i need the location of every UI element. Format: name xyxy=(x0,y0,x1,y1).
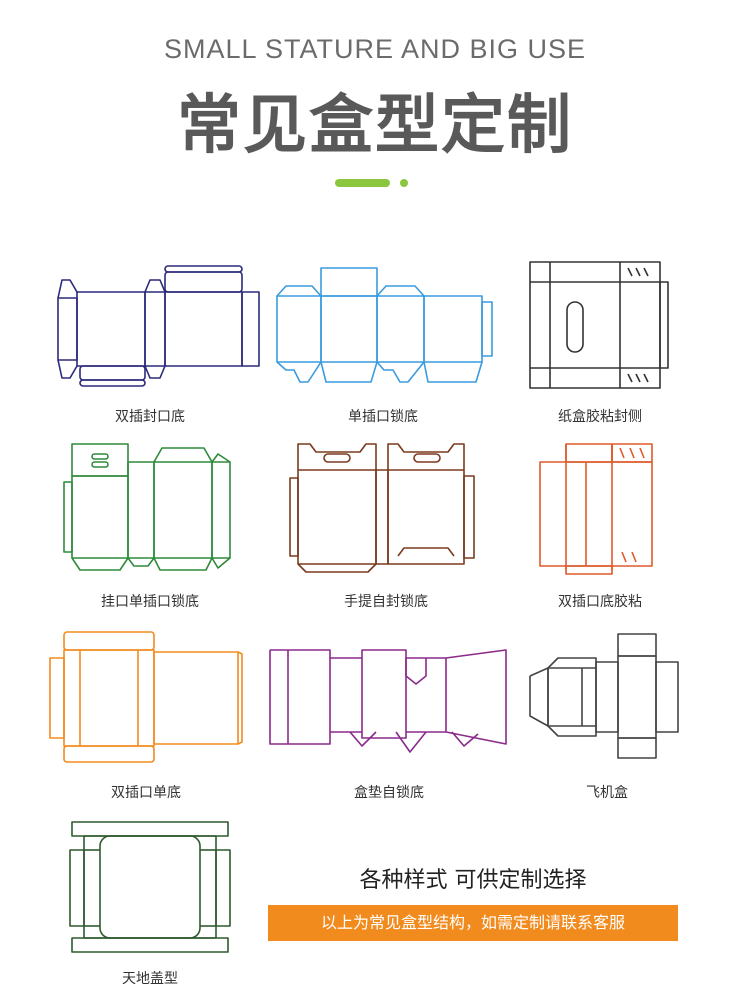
accent-dot xyxy=(400,179,408,187)
box-label-double-tuck-glued: 双插口底胶粘 xyxy=(558,594,642,610)
box-label-single-tuck-lock: 单插口锁底 xyxy=(348,409,418,425)
box-label-lid-base: 天地盖型 xyxy=(122,971,178,987)
glued-side-diagram xyxy=(529,261,669,389)
double-tuck-single-bottom-diagram xyxy=(49,631,243,763)
box-item-double-tuck-glued: 双插口底胶粘 xyxy=(530,440,670,615)
double-tuck-diagram xyxy=(57,265,260,387)
box-item-handle-lock: 手提自封锁底 xyxy=(286,440,486,615)
box-label-hang-tuck-lock: 挂口单插口锁底 xyxy=(101,594,199,610)
accent-bar xyxy=(335,179,390,187)
pad-lock-diagram xyxy=(269,649,507,753)
mailer-diagram xyxy=(529,633,679,759)
box-item-double-tuck-single-bottom: 双插口单底 xyxy=(46,628,246,808)
contact-banner: 以上为常见盒型结构，如需定制请联系客服 xyxy=(268,905,678,941)
lid-base-diagram xyxy=(69,821,231,953)
box-label-double-tuck: 双插封口底 xyxy=(115,409,185,425)
box-label-double-tuck-single-bottom: 双插口单底 xyxy=(111,785,181,801)
box-item-lid-base: 天地盖型 xyxy=(60,818,240,993)
page-title: 常见盒型定制 xyxy=(177,89,573,163)
box-item-pad-lock: 盒垫自锁底 xyxy=(266,628,512,808)
box-item-double-tuck: 双插封口底 xyxy=(40,258,260,428)
box-label-pad-lock: 盒垫自锁底 xyxy=(354,785,424,801)
box-label-glued-side: 纸盒胶粘封侧 xyxy=(558,409,642,425)
box-label-handle-lock: 手提自封锁底 xyxy=(344,594,428,610)
hang-tuck-lock-diagram xyxy=(63,443,231,571)
handle-lock-diagram xyxy=(289,443,475,573)
box-item-mailer: 飞机盒 xyxy=(522,628,692,808)
box-item-single-tuck-lock: 单插口锁底 xyxy=(268,258,498,428)
box-label-mailer: 飞机盒 xyxy=(586,785,628,801)
single-tuck-lock-diagram xyxy=(276,267,493,383)
tagline: 各种样式 可供定制选择 xyxy=(359,868,587,893)
double-tuck-glued-diagram xyxy=(539,443,653,575)
box-item-hang-tuck-lock: 挂口单插口锁底 xyxy=(50,440,250,615)
box-item-glued-side: 纸盒胶粘封侧 xyxy=(510,258,690,428)
page-subtitle: SMALL STATURE AND BIG USE xyxy=(163,34,587,64)
